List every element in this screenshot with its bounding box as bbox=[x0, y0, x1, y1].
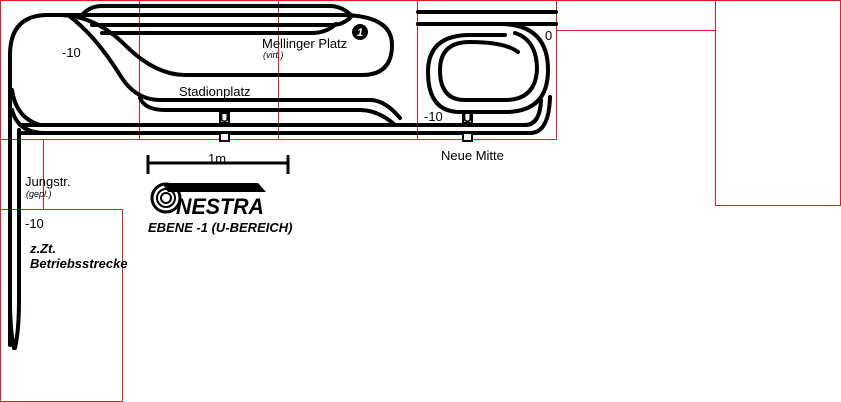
track-mellinger-siding-1 bbox=[80, 4, 354, 18]
track-jungstr-1 bbox=[8, 128, 16, 350]
level-jungstr: -10 bbox=[25, 216, 44, 231]
track-jungstr-2 bbox=[13, 128, 21, 350]
station-neue-mitte: Neue Mitte bbox=[441, 148, 504, 163]
station-mellinger-platz: Mellinger Platz bbox=[262, 36, 347, 51]
station-stadionplatz: Stadionplatz bbox=[179, 84, 251, 99]
svg-text:U: U bbox=[220, 110, 229, 125]
level-right: 0 bbox=[545, 28, 552, 43]
track-mellinger-siding-3 bbox=[100, 22, 338, 35]
station-jungstr-sub: (gepl.) bbox=[26, 189, 52, 199]
track-main-upper bbox=[18, 98, 543, 127]
svg-text:U: U bbox=[463, 110, 472, 125]
number-badge-text: 1 bbox=[357, 27, 363, 39]
track-main-lower bbox=[18, 95, 552, 135]
station-mellinger-sub: (virt.) bbox=[263, 50, 284, 60]
level-neue-mitte: -10 bbox=[424, 109, 443, 124]
note-line1: z.Zt. bbox=[29, 241, 56, 256]
level-left: -10 bbox=[62, 45, 81, 60]
note-line2: Betriebsstrecke bbox=[30, 256, 128, 271]
track-neue-mitte-loop-inner bbox=[438, 31, 539, 102]
nestra-logo: NESTRA bbox=[150, 182, 266, 219]
svg-text:1m: 1m bbox=[208, 151, 226, 166]
track-mellinger-siding-2 bbox=[90, 16, 352, 27]
ubahn-marker-neue-mitte: U bbox=[462, 110, 473, 142]
level-title: EBENE -1 (U-BEREICH) bbox=[148, 220, 292, 235]
track-stadionplatz-2 bbox=[138, 96, 397, 127]
track-mellinger-loop bbox=[8, 13, 394, 347]
track-stadionplatz-1 bbox=[66, 13, 402, 120]
tracks bbox=[8, 4, 558, 350]
number-badge bbox=[352, 24, 368, 40]
track-neue-mitte-loop-outer bbox=[416, 22, 550, 114]
scale-bar: 1m bbox=[146, 151, 290, 174]
station-jungstr: Jungstr. bbox=[25, 174, 71, 189]
ubahn-marker-stadionplatz: U bbox=[219, 110, 230, 142]
svg-text:NESTRA: NESTRA bbox=[176, 194, 264, 219]
